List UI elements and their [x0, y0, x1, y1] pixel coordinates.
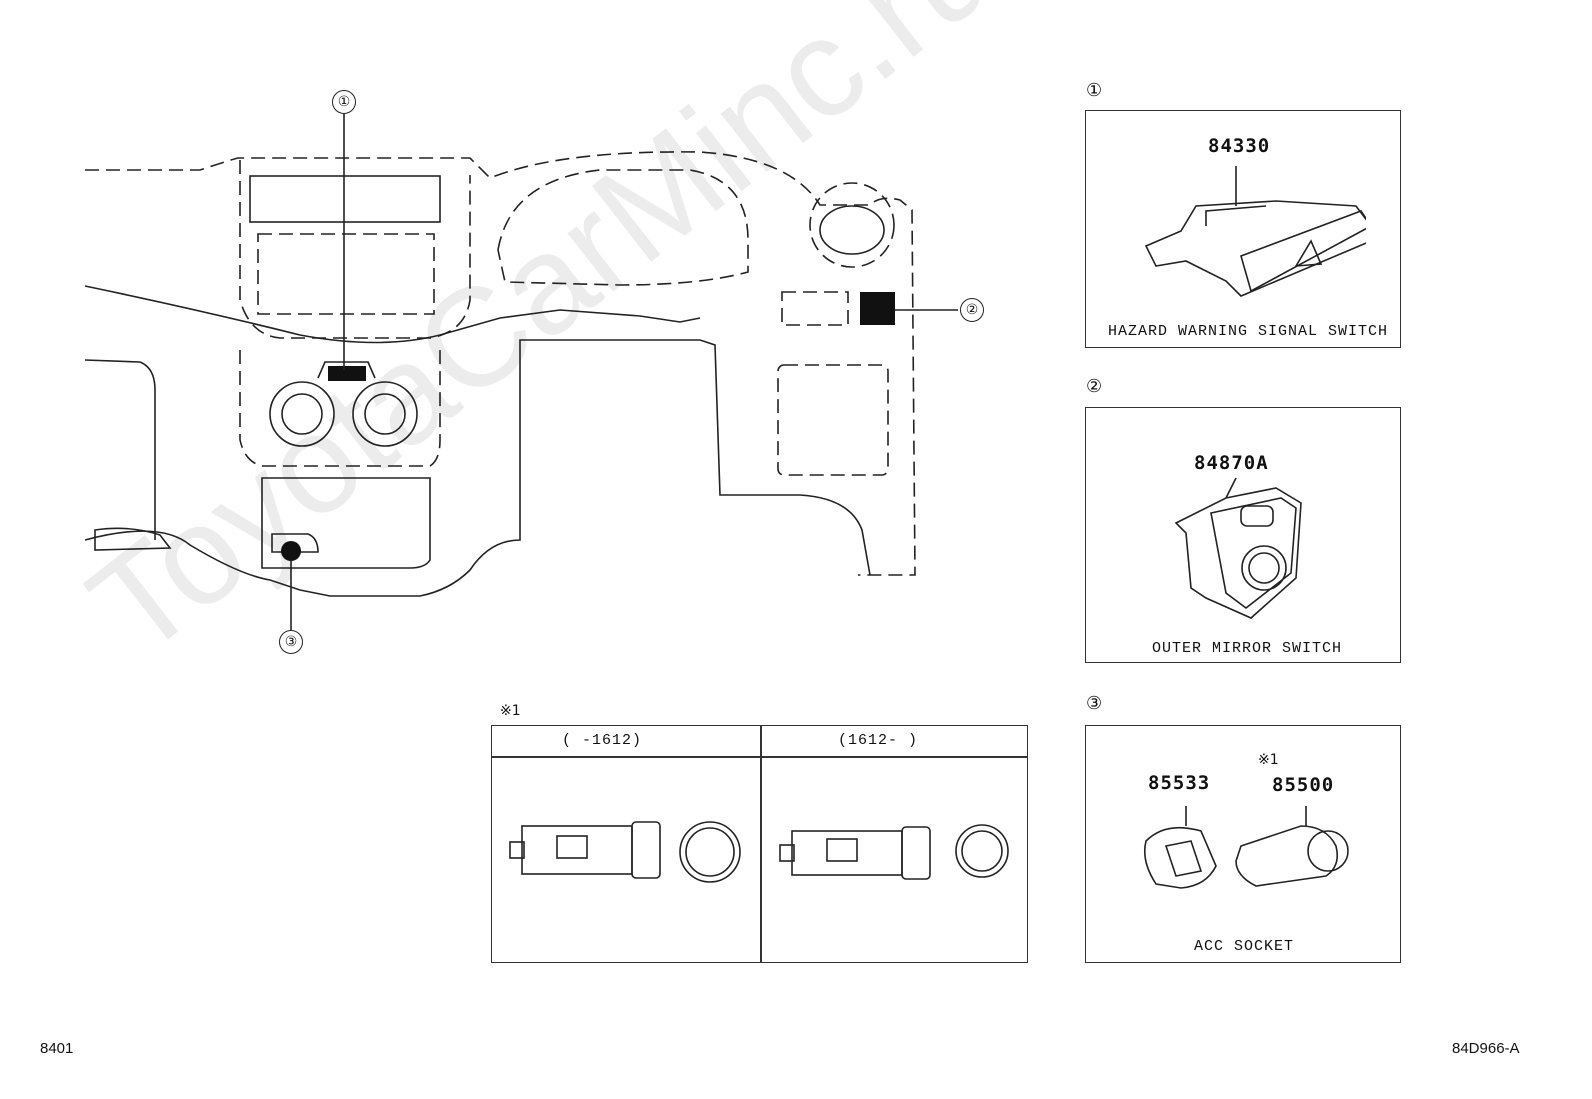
callout-2: ②	[960, 298, 984, 322]
table-note: ※1	[500, 703, 521, 719]
panel2-label: ②	[1086, 376, 1103, 397]
part-number: 84330	[1208, 135, 1271, 157]
lighter-new-drawing	[779, 824, 1009, 880]
panel1-label: ①	[1086, 80, 1103, 101]
note-mark: ※1	[1258, 752, 1279, 768]
panel-mirror-switch: 84870A OUTER MIRROR SWITCH	[1085, 407, 1401, 663]
footer-left: 8401	[40, 1040, 74, 1057]
variant-table: ( -1612) (1612- )	[491, 725, 1028, 963]
part-number: 84870A	[1194, 452, 1269, 474]
hazard-switch-drawing	[1144, 166, 1366, 297]
panel1-caption: HAZARD WARNING SIGNAL SWITCH	[1108, 323, 1389, 340]
panel3-label: ③	[1086, 693, 1103, 714]
panel-hazard-switch: 84330 HAZARD WARNING SIGNAL SWITCH	[1085, 110, 1401, 348]
callout-1: ①	[332, 90, 356, 114]
col1-header: ( -1612)	[562, 732, 643, 749]
callout-3: ③	[279, 630, 303, 654]
acc-socket-drawing	[1143, 806, 1349, 889]
mirror-switch-drawing	[1174, 478, 1302, 619]
panel3-caption: ACC SOCKET	[1194, 938, 1295, 955]
lighter-old-drawing	[509, 821, 741, 883]
hazard-triangle-icon	[1294, 239, 1323, 267]
panel-acc-socket: 85533 ※1 85500 ACC SOCKET	[1085, 725, 1401, 963]
panel2-caption: OUTER MIRROR SWITCH	[1152, 640, 1343, 657]
part-number-a: 85533	[1148, 772, 1211, 794]
part-number-b: 85500	[1272, 774, 1335, 796]
col2-header: (1612- )	[838, 732, 919, 749]
footer-right: 84D966-A	[1452, 1040, 1520, 1057]
